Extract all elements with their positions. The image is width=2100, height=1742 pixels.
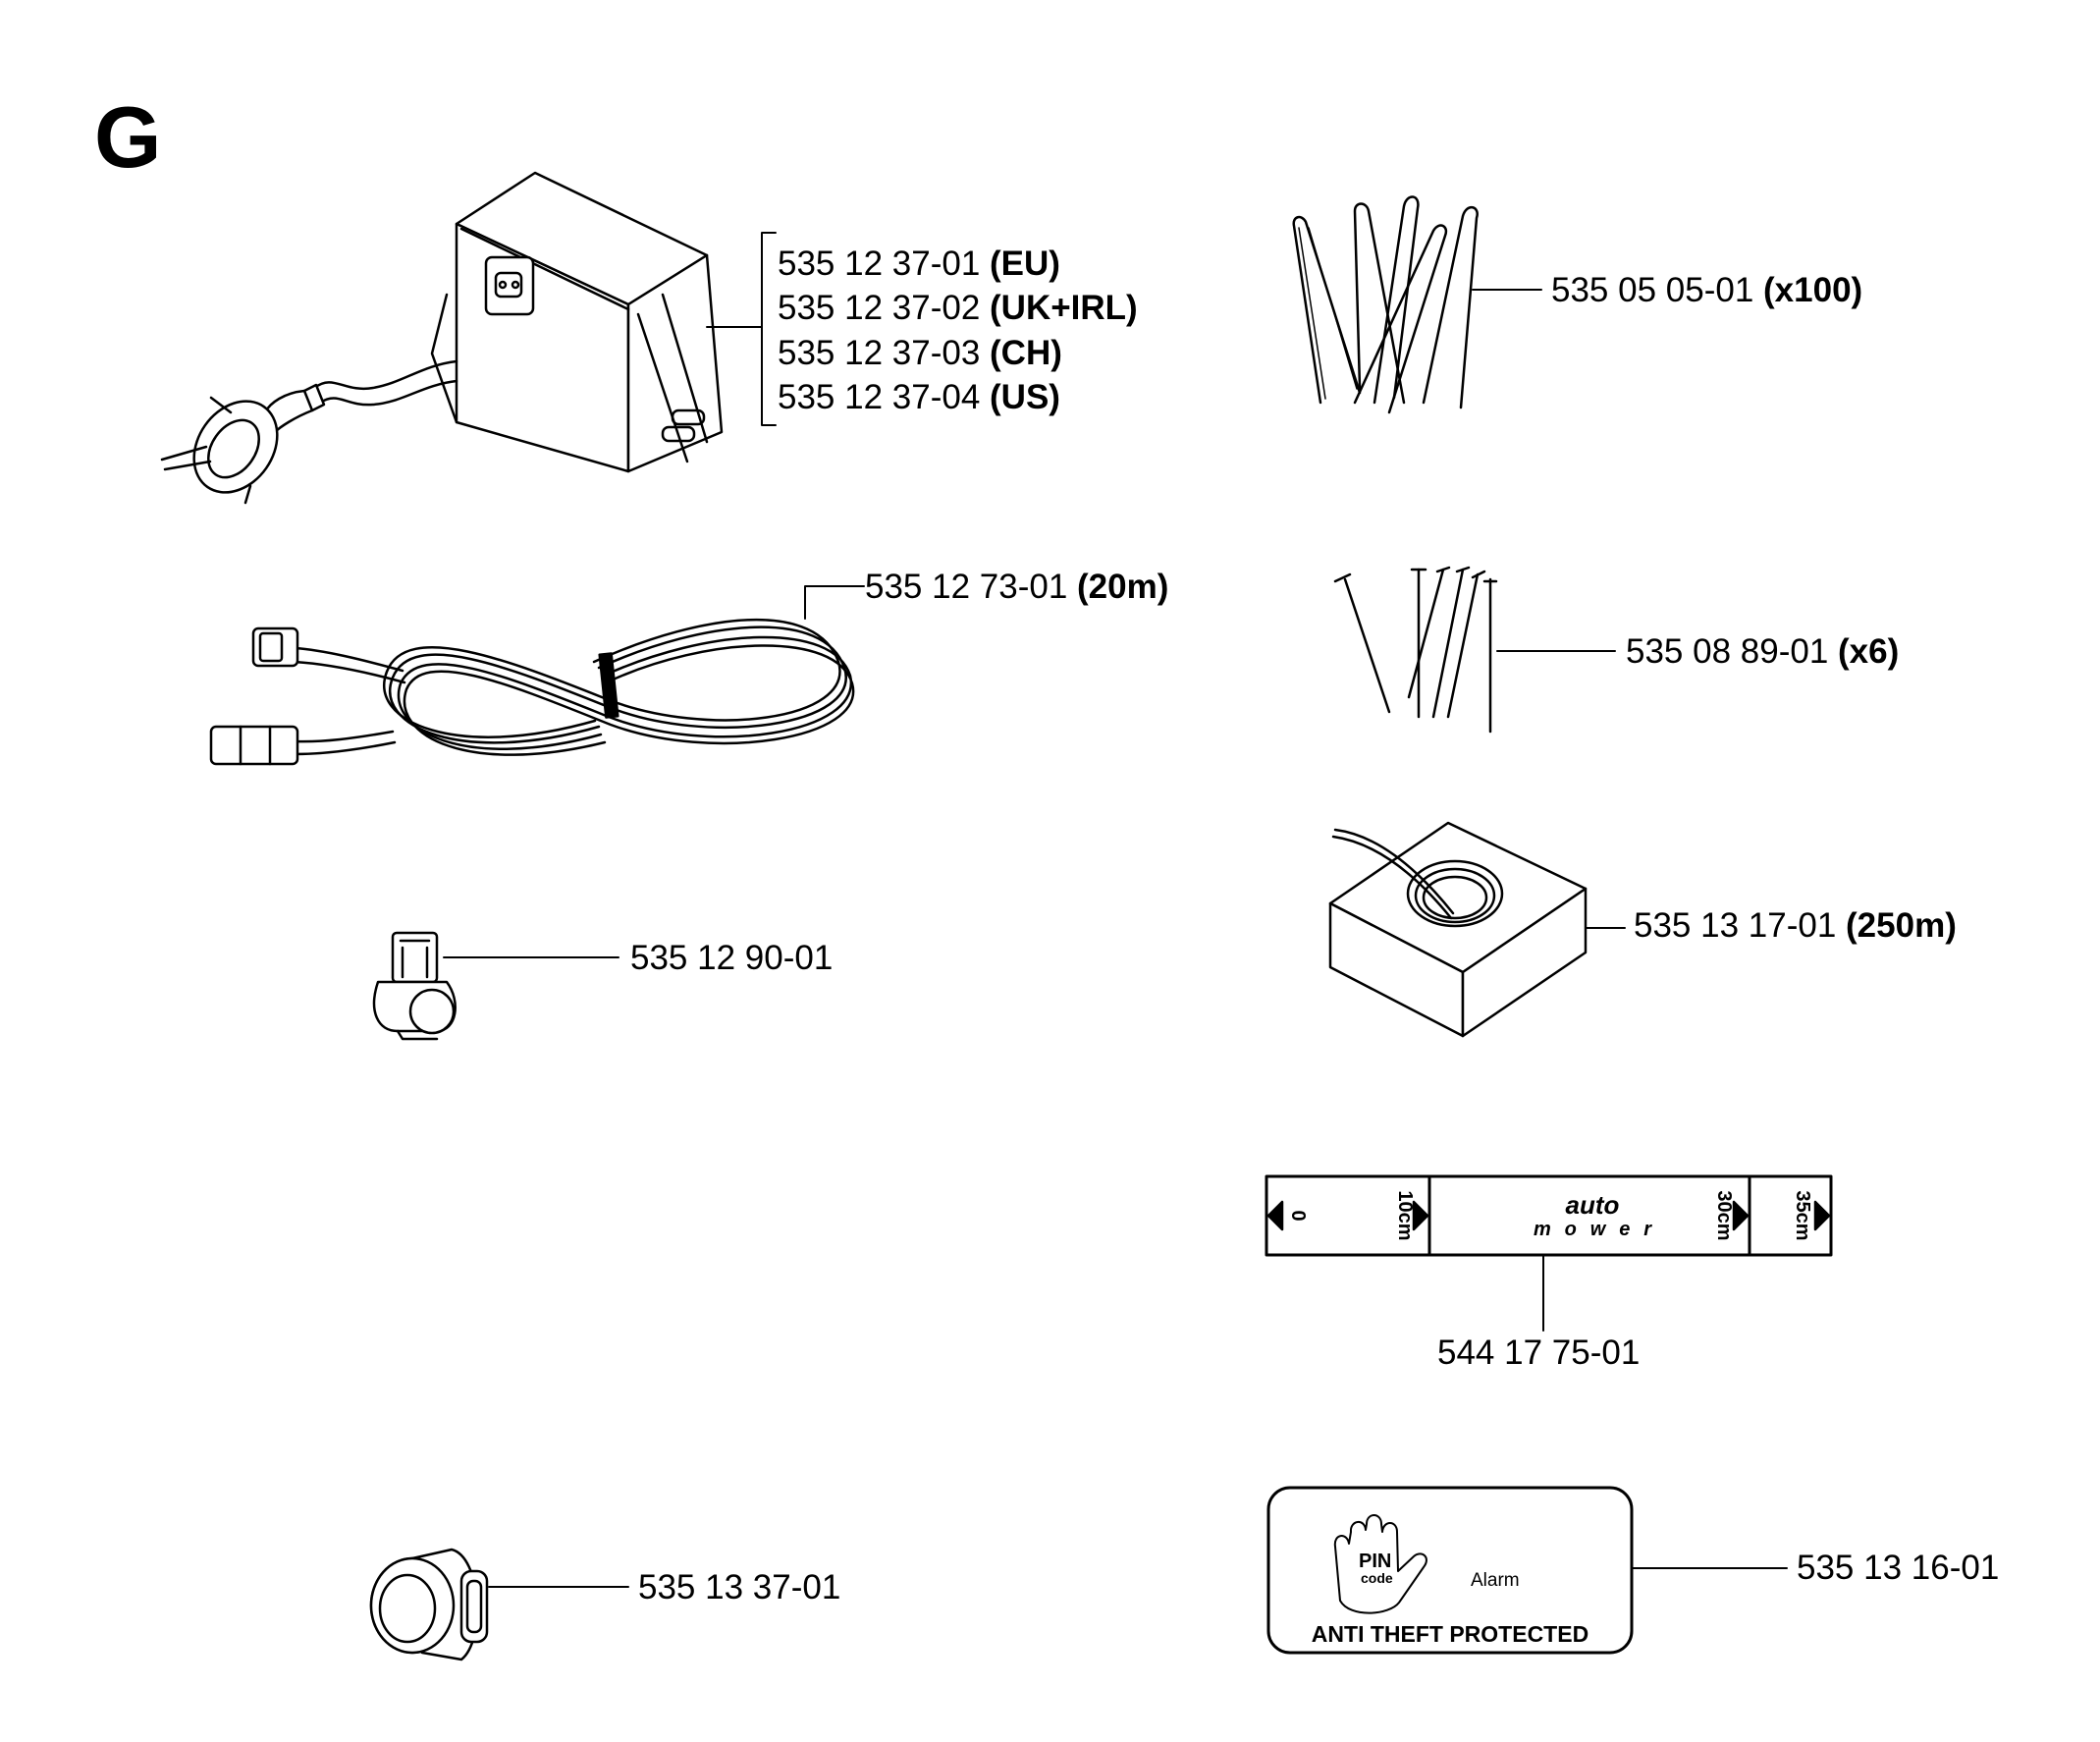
transformer-illustration <box>160 171 724 505</box>
part-label-staples[interactable]: 535 05 05-01 (x100) <box>1551 268 1862 313</box>
code-text: code <box>1361 1570 1393 1586</box>
part-label-pegs[interactable]: 535 08 89-01 (x6) <box>1626 629 1899 675</box>
part-label-measure[interactable]: 544 17 75-01 <box>1437 1331 1640 1376</box>
measure-mark-0: 0 <box>1287 1210 1309 1221</box>
extension-cable-illustration <box>209 619 855 766</box>
part-variant: (UK+IRL) <box>990 289 1138 327</box>
part-number: 535 12 37-02 <box>778 289 981 327</box>
part-number: 535 12 37-03 <box>778 334 981 372</box>
wire-reel-illustration <box>1328 821 1588 1038</box>
part-qualifier: (250m) <box>1846 906 1957 945</box>
measure-mark-35cm: 35cm <box>1792 1190 1813 1240</box>
alarm-text: Alarm <box>1471 1570 1520 1591</box>
part-qualifier: (x100) <box>1763 271 1863 309</box>
part-label-transformer-ch[interactable]: 535 12 37-03 (CH) <box>778 331 1062 376</box>
part-variant: (EU) <box>990 245 1060 283</box>
staples-illustration <box>1292 195 1479 414</box>
part-number: 535 13 17-01 <box>1634 906 1837 945</box>
part-number: 535 08 89-01 <box>1626 632 1829 671</box>
part-label-wire-reel[interactable]: 535 13 17-01 (250m) <box>1634 903 1957 949</box>
theft-sticker-illustration: PIN code Alarm ANTI THEFT PROTECTED <box>1266 1486 1634 1655</box>
part-label-connector[interactable]: 535 13 37-01 <box>638 1565 840 1610</box>
part-qualifier: (x6) <box>1838 632 1900 671</box>
part-label-coupler[interactable]: 535 12 90-01 <box>630 936 833 981</box>
coupler-illustration <box>372 931 457 1041</box>
leader-line-extension-cable <box>804 585 865 620</box>
measure-mark-10cm: 10cm <box>1394 1190 1416 1240</box>
measure-label-illustration: 0 10cm 30cm 35cm auto mower <box>1265 1174 1833 1257</box>
pegs-illustration <box>1333 566 1498 734</box>
part-qualifier: (20m) <box>1077 568 1169 606</box>
part-number: 535 12 37-01 <box>778 245 981 283</box>
part-label-transformer-uk[interactable]: 535 12 37-02 (UK+IRL) <box>778 286 1138 331</box>
section-letter: G <box>94 88 162 186</box>
part-label-transformer-eu[interactable]: 535 12 37-01 (EU) <box>778 242 1060 287</box>
part-number: 535 05 05-01 <box>1551 271 1754 309</box>
hand-icon <box>1333 1514 1427 1614</box>
part-number: 535 12 90-01 <box>630 939 834 977</box>
part-variant: (CH) <box>990 334 1062 372</box>
anti-theft-caption: ANTI THEFT PROTECTED <box>1312 1621 1588 1647</box>
part-label-extension-cable[interactable]: 535 12 73-01 (20m) <box>865 565 1168 610</box>
part-number: 535 13 16-01 <box>1797 1549 2000 1587</box>
part-label-transformer-us[interactable]: 535 12 37-04 (US) <box>778 375 1060 420</box>
part-label-theft-sticker[interactable]: 535 13 16-01 <box>1797 1546 1999 1591</box>
part-number: 535 13 37-01 <box>638 1568 841 1606</box>
part-number: 544 17 75-01 <box>1437 1334 1641 1372</box>
part-number: 535 12 37-04 <box>778 378 981 416</box>
brand-logo-top: auto <box>1566 1190 1620 1220</box>
part-variant: (US) <box>990 378 1060 416</box>
leader-line-transformer <box>706 232 777 426</box>
connector-illustration <box>369 1548 489 1661</box>
pin-text: PIN <box>1359 1551 1391 1572</box>
part-number: 535 12 73-01 <box>865 568 1068 606</box>
measure-mark-30cm: 30cm <box>1713 1190 1735 1240</box>
